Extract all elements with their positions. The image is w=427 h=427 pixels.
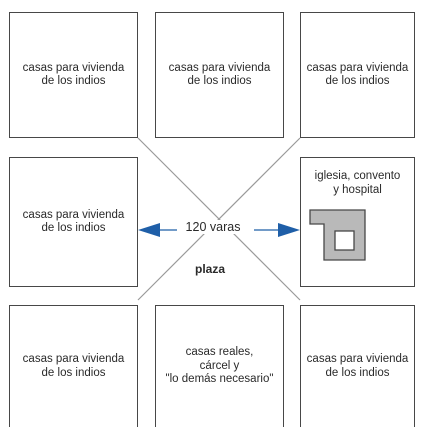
block-label: casas para vivienda de los indios (22, 61, 125, 88)
block-top-left: casas para vivienda de los indios (9, 12, 138, 138)
block-top-center: casas para vivienda de los indios (155, 12, 284, 138)
church-building-icon (309, 209, 366, 261)
arrow-right-icon (278, 223, 300, 237)
block-bottom-right: casas para vivienda de los indios (300, 305, 415, 427)
block-church: iglesia, convento y hospital (300, 157, 415, 287)
block-middle-left: casas para vivienda de los indios (9, 157, 138, 287)
block-label: casas para vivienda de los indios (22, 208, 125, 235)
diagonal-line (137, 137, 301, 301)
distance-label: 120 varas (177, 220, 249, 234)
plaza-label: plaza (194, 262, 225, 276)
block-label: casas reales, cárcel y "lo demás necesar… (165, 346, 274, 386)
block-label: casas para vivienda de los indios (306, 353, 409, 379)
arrow-left-icon (138, 223, 160, 237)
block-label: casas para vivienda de los indios (306, 61, 409, 88)
block-top-right: casas para vivienda de los indios (300, 12, 415, 138)
block-bottom-center: casas reales, cárcel y "lo demás necesar… (155, 305, 284, 427)
block-label: casas para vivienda de los indios (168, 61, 271, 88)
block-label: iglesia, convento y hospital (314, 170, 401, 196)
block-label: casas para vivienda de los indios (22, 353, 125, 379)
block-bottom-left: casas para vivienda de los indios (9, 305, 138, 427)
